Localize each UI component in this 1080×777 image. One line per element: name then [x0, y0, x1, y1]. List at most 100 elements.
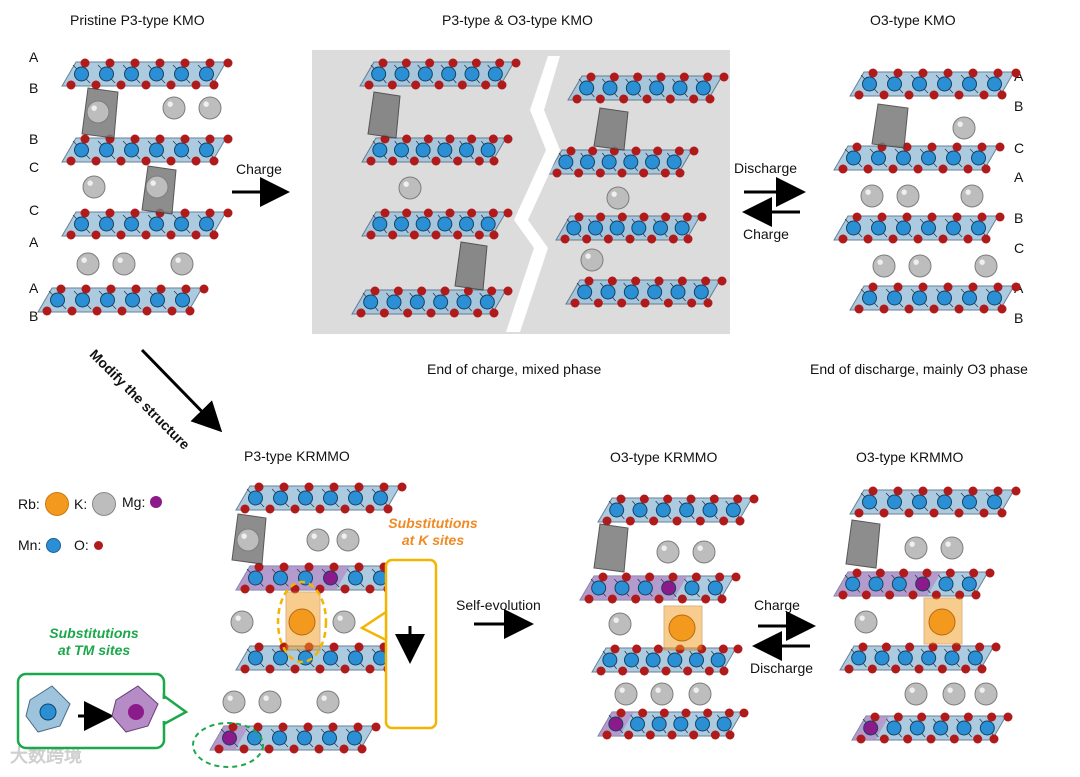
- ion-highlight: [81, 257, 87, 263]
- mn-atom: [199, 142, 214, 158]
- o-atom: [973, 734, 983, 744]
- o-atom: [397, 482, 407, 492]
- mn-atom: [651, 716, 667, 732]
- tmo2-layer: [235, 482, 407, 514]
- mn-atom: [74, 142, 89, 158]
- mn-atom: [199, 216, 214, 232]
- mn-atom: [415, 216, 431, 232]
- prism-site: [593, 523, 629, 573]
- tmo2-layer: [61, 134, 233, 166]
- prism-site: [454, 241, 488, 291]
- ion-highlight: [865, 189, 871, 195]
- o-atom: [927, 212, 937, 222]
- o-atom: [888, 234, 898, 244]
- legend-mn: Mn:: [18, 537, 62, 553]
- mn-atom: [987, 76, 1002, 92]
- mn-atom: [979, 720, 995, 736]
- o-atom: [66, 230, 76, 240]
- o-atom: [265, 504, 275, 514]
- o-atom: [868, 282, 878, 292]
- o-atom: [388, 230, 398, 240]
- o-atom: [130, 58, 140, 68]
- o-atom: [402, 208, 412, 218]
- ion-highlight: [263, 695, 269, 701]
- o-atom: [899, 568, 909, 578]
- o-atom: [303, 722, 313, 732]
- o-atom: [431, 230, 441, 240]
- tmo2-layer: [579, 572, 741, 604]
- k-ion: [316, 690, 340, 714]
- stacking-letter: B: [1014, 310, 1024, 326]
- mn-atom: [323, 650, 338, 666]
- o-atom: [329, 562, 339, 572]
- mn-atom: [415, 142, 431, 158]
- o-atom: [354, 482, 364, 492]
- o-atom: [489, 230, 499, 240]
- mn-atom: [672, 80, 688, 96]
- mn-atom: [558, 154, 574, 170]
- o-atom: [668, 572, 678, 582]
- stacking-letter: B: [29, 308, 39, 324]
- tmo2-layer: [849, 282, 1021, 314]
- o-atom: [340, 584, 350, 594]
- tmo2-layer: [591, 644, 743, 676]
- k-ion: [650, 682, 674, 706]
- mn-atom: [962, 494, 977, 510]
- mn-atom: [609, 220, 625, 236]
- mn-atom: [645, 154, 660, 170]
- k-ion: [162, 96, 186, 120]
- o-atom: [625, 234, 635, 244]
- o-atom: [703, 298, 713, 308]
- o-atom: [733, 644, 743, 654]
- o-atom: [290, 664, 300, 674]
- o-atom: [631, 594, 641, 604]
- o-atom: [701, 594, 711, 604]
- k-ion: [614, 682, 638, 706]
- o-atom: [357, 744, 367, 754]
- o-atom: [929, 90, 939, 100]
- o-atom: [339, 744, 349, 754]
- o-atom: [904, 508, 914, 518]
- o-atom: [971, 590, 981, 600]
- o-atom: [893, 68, 903, 78]
- k-ion: [896, 184, 920, 208]
- callout-k-line2: at K sites: [401, 532, 465, 548]
- mn-atom: [921, 220, 936, 236]
- mn-atom: [609, 502, 625, 518]
- o-atom: [616, 494, 626, 504]
- k-ion: [336, 528, 360, 552]
- o-atom: [596, 212, 606, 222]
- o-atom: [979, 90, 989, 100]
- o-atom: [380, 208, 390, 218]
- o-atom: [130, 134, 140, 144]
- k-site-highlight: [276, 580, 328, 664]
- o-atom: [949, 734, 959, 744]
- o-atom: [938, 234, 948, 244]
- mn-atom: [702, 502, 718, 518]
- tmo2-layer: [567, 72, 729, 104]
- ion-highlight: [341, 533, 347, 539]
- title-mixed-kmo: P3-type & O3-type KMO: [442, 12, 593, 28]
- o-atom: [560, 234, 570, 244]
- mn-atom: [175, 292, 190, 308]
- mn-atom: [956, 720, 972, 736]
- o-atom: [265, 584, 275, 594]
- ion-highlight: [87, 180, 93, 186]
- o-atom: [166, 80, 176, 90]
- mn-atom: [887, 76, 902, 92]
- stacking-letter: B: [1014, 98, 1024, 114]
- tmo2-layer: [849, 486, 1021, 518]
- label-charge: Charge: [236, 161, 282, 177]
- o-atom: [844, 664, 854, 674]
- o-atom: [354, 562, 364, 572]
- o-atom: [677, 594, 687, 604]
- k-ion: [332, 610, 356, 634]
- prism-site: [593, 107, 629, 151]
- o-atom: [81, 284, 91, 294]
- o-atom: [199, 284, 209, 294]
- o-atom: [223, 208, 233, 218]
- o-atom: [1011, 486, 1021, 496]
- mn-atom: [479, 294, 495, 310]
- mn-atom: [149, 216, 164, 232]
- o-atom: [922, 568, 932, 578]
